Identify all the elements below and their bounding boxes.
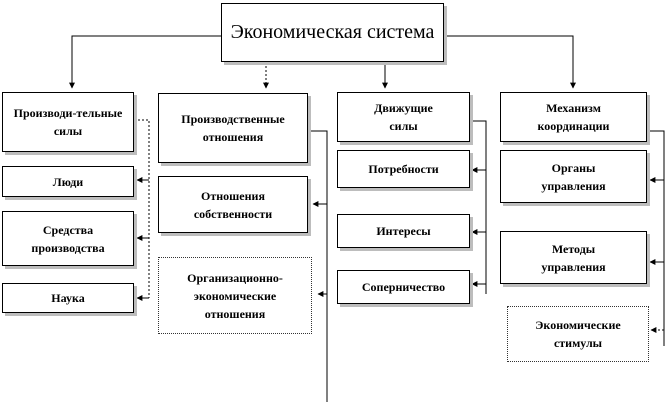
item-means-of-production: Средства производства bbox=[2, 211, 134, 266]
item-governing-bodies: Органы управления bbox=[500, 150, 647, 203]
item-management-methods: Методы управления bbox=[500, 231, 647, 284]
arrow-root-to-coordination bbox=[444, 35, 576, 89]
item-interests: Интересы bbox=[337, 214, 470, 248]
bracket-column-3 bbox=[470, 120, 487, 294]
header-coordination-mechanism: Механизм координации bbox=[500, 92, 647, 142]
item-property-relations: Отношения собственности bbox=[158, 176, 308, 233]
bracket-column-2 bbox=[308, 130, 328, 402]
bracket-column-4 bbox=[647, 130, 665, 346]
item-org-economic-relations: Организационно-экономические отношения bbox=[158, 257, 312, 334]
root-economic-system: Экономическая система bbox=[221, 3, 444, 62]
item-competition: Соперничество bbox=[337, 270, 470, 304]
item-economic-incentives: Экономические стимулы bbox=[507, 306, 649, 362]
item-needs: Потребности bbox=[337, 150, 470, 188]
item-people: Люди bbox=[2, 166, 134, 197]
item-science: Наука bbox=[2, 283, 134, 313]
header-productive-forces: Производи-тельные силы bbox=[2, 92, 134, 152]
header-driving-forces: Движущие силы bbox=[337, 92, 470, 142]
bracket-column-1 bbox=[134, 119, 150, 298]
header-production-relations: Производственные отношения bbox=[158, 93, 308, 163]
arrow-root-to-productive-forces bbox=[69, 35, 221, 89]
